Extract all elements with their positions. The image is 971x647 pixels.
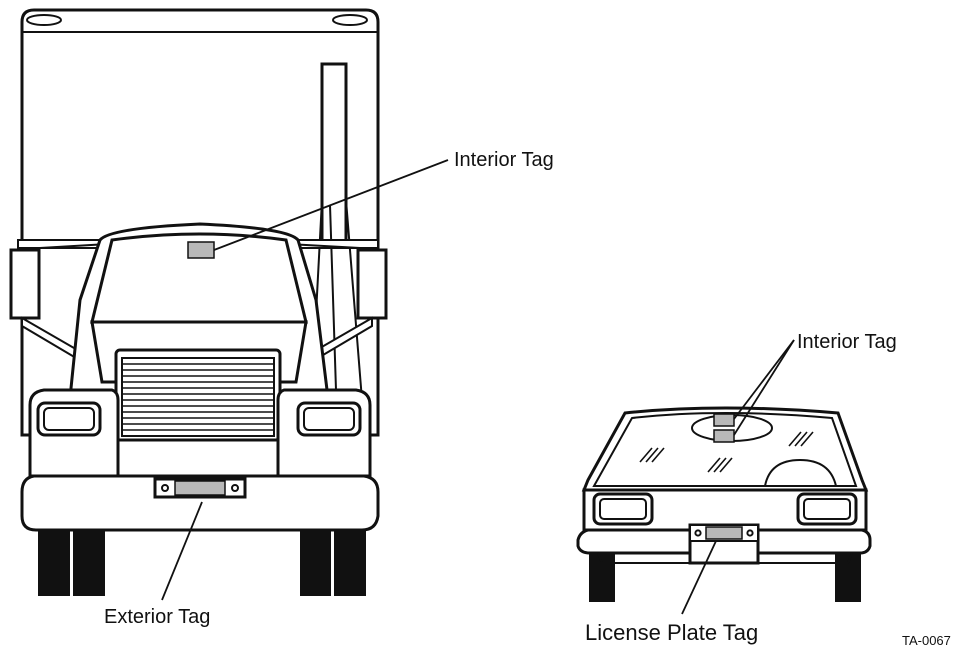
truck-wheel-right-outer [334, 528, 366, 596]
mirror-left [9, 248, 41, 320]
truck-wheel-left-outer [38, 528, 70, 596]
grille-slats [122, 363, 274, 431]
label-car-license-plate-tag: License Plate Tag [585, 620, 758, 645]
truck-wheel-left-inner [73, 528, 105, 596]
car-license-plate-tag-marker [705, 526, 743, 540]
leader-car-interior-tag-upper [733, 339, 795, 420]
truck-wheel-right-inner [300, 528, 331, 596]
label-car-interior-tag: Interior Tag [797, 331, 897, 353]
car-steering-wheel [764, 458, 837, 487]
exhaust-stack [320, 62, 348, 246]
windshield-reflections [639, 431, 814, 473]
marker-light-left [26, 14, 62, 26]
figure-id: TA-0067 [902, 633, 951, 647]
truck-interior-tag-marker [187, 241, 215, 259]
leader-truck-interior-tag [213, 159, 449, 251]
mirror-right [356, 248, 388, 320]
truck-windshield [90, 232, 308, 324]
truck-grille [121, 357, 275, 437]
car-illustration [576, 406, 872, 602]
car-interior-tag-marker-lower [713, 429, 735, 443]
truck-bumper [20, 474, 380, 532]
car-windshield [592, 412, 858, 487]
label-truck-exterior-tag: Exterior Tag [104, 606, 210, 628]
car-wheel-left [589, 552, 615, 602]
truck-illustration [9, 8, 388, 596]
car-wheel-right [835, 552, 861, 602]
label-truck-interior-tag: Interior Tag [454, 149, 554, 171]
leader-truck-exterior-tag [161, 501, 203, 601]
car-interior-tag-marker-upper [713, 413, 735, 427]
marker-light-right [332, 14, 368, 26]
leader-car-license-plate-tag [681, 540, 717, 615]
callout-leaders [161, 159, 795, 615]
truck-exterior-tag-marker [174, 480, 226, 496]
leader-car-interior-tag-lower [733, 339, 795, 436]
